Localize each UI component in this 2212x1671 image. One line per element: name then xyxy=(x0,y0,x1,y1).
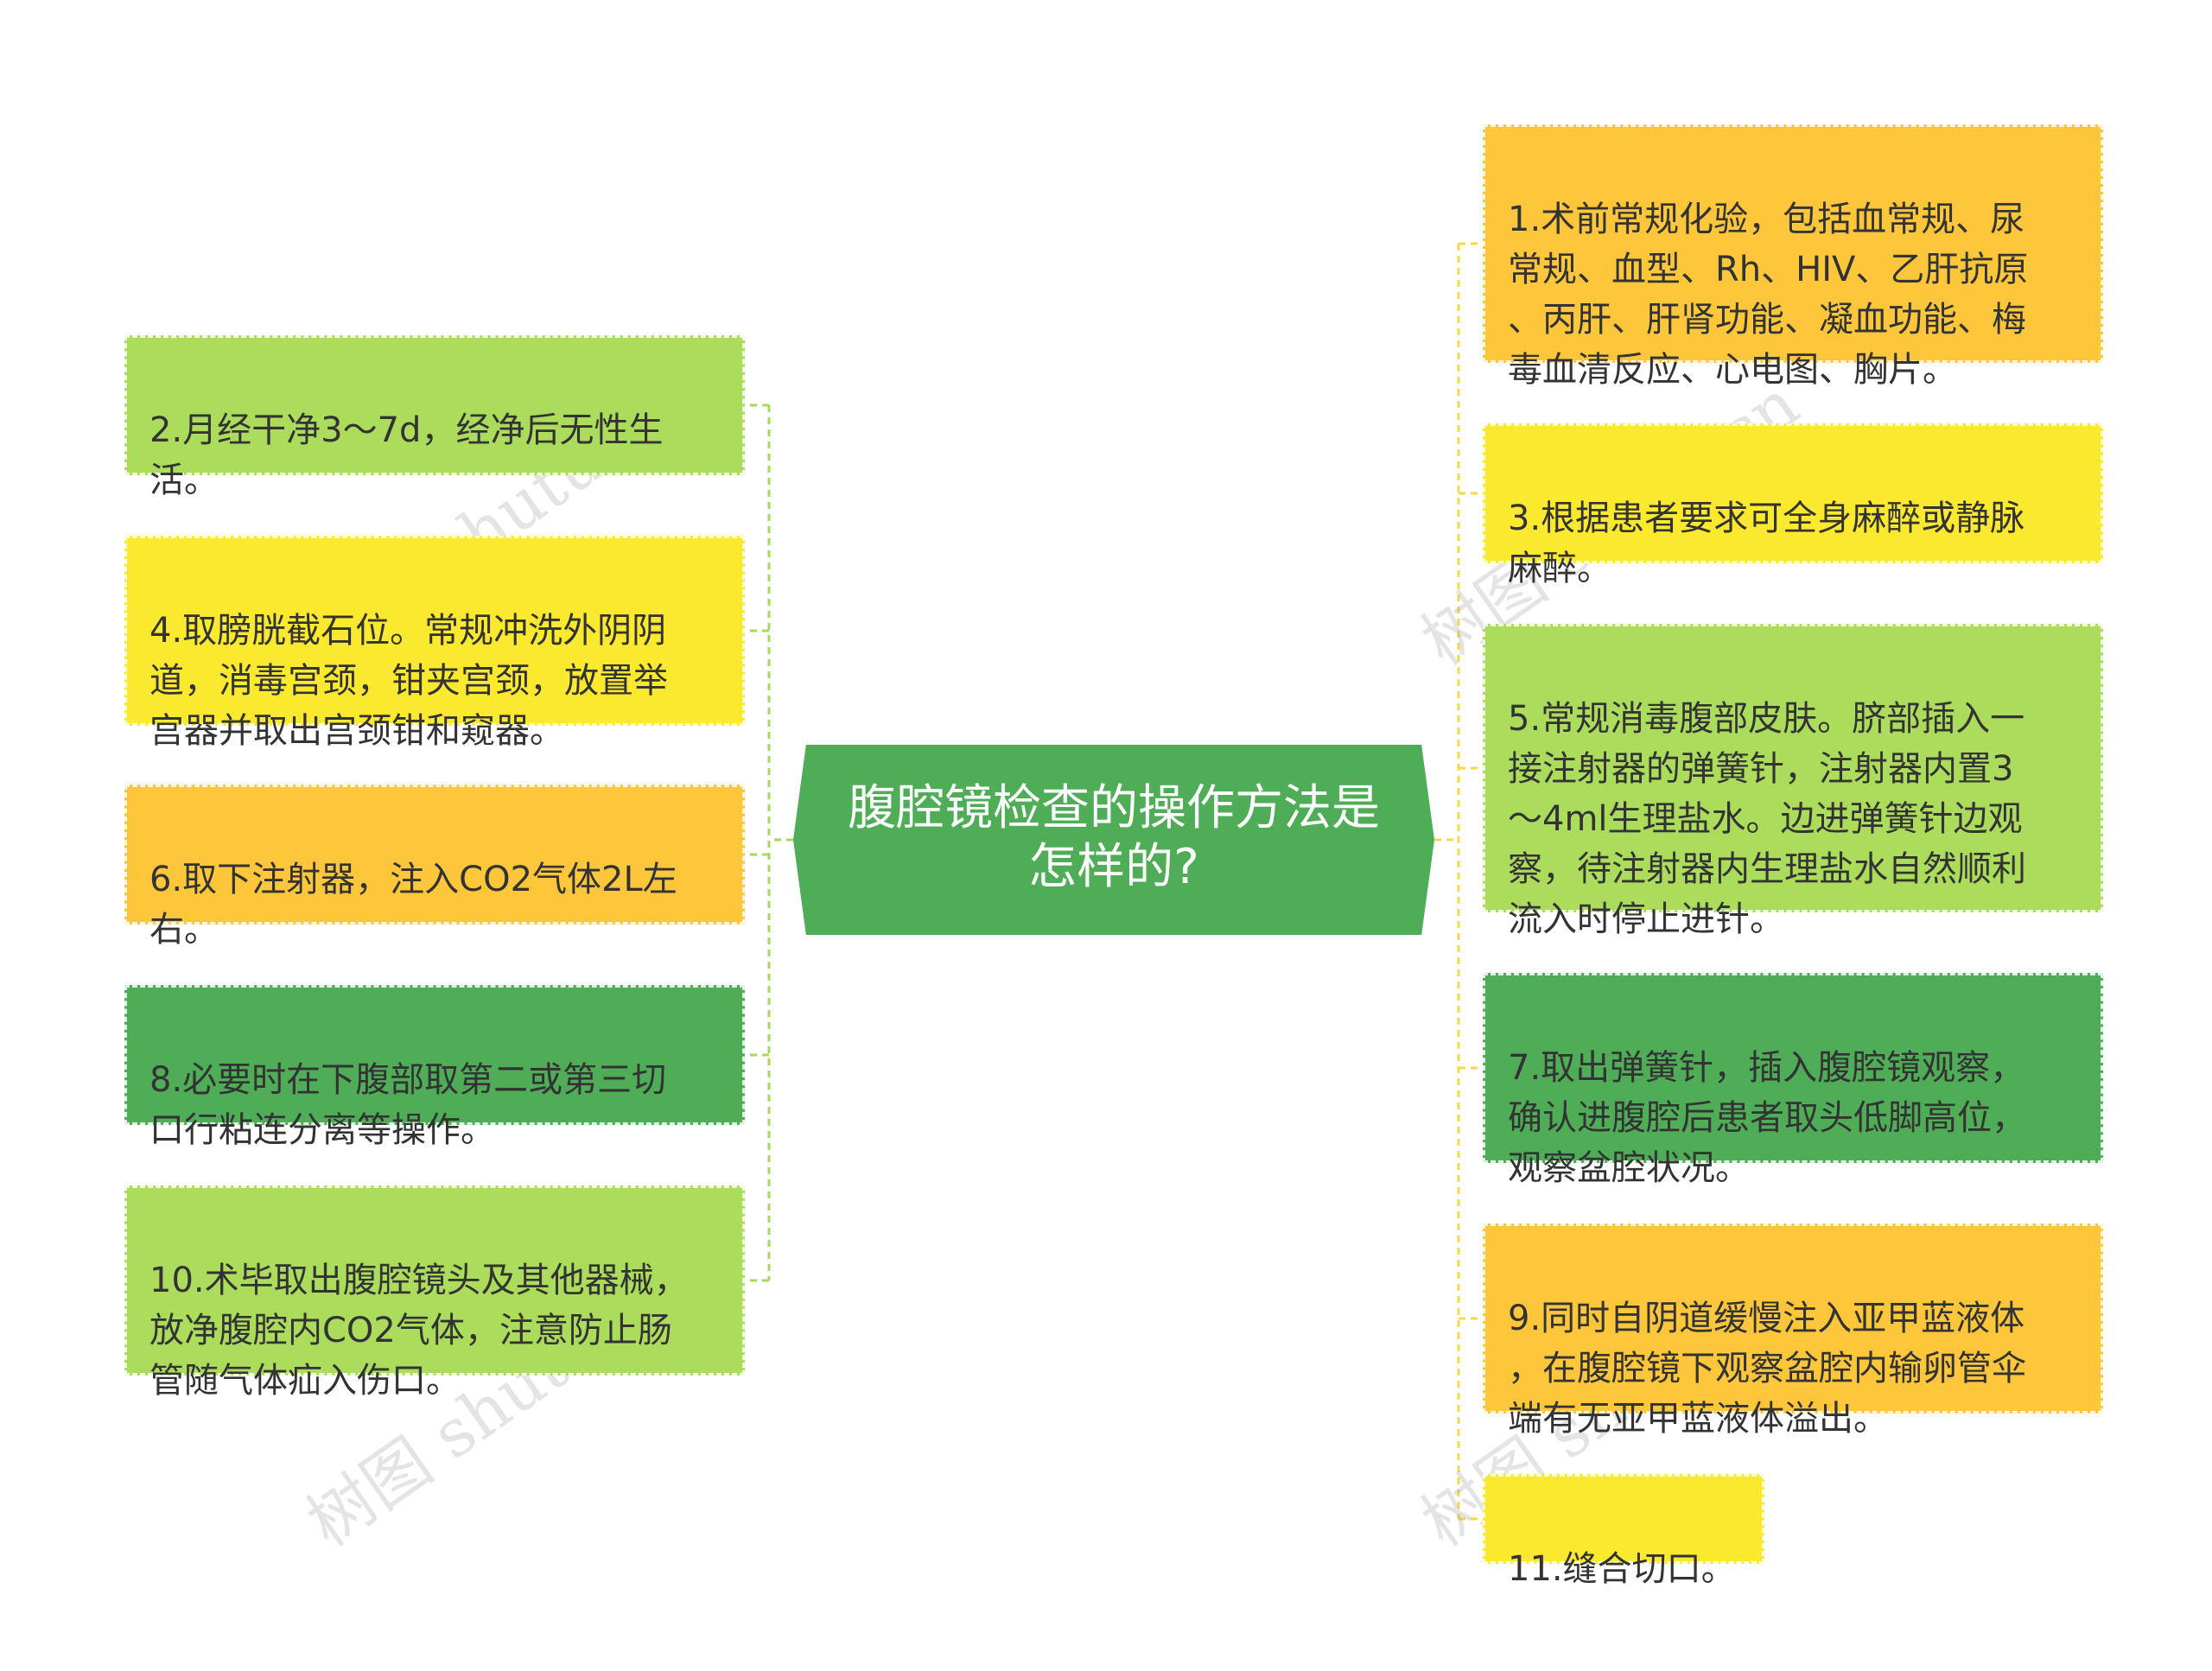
topic-step-4[interactable]: 4.取膀胱截石位。常规冲洗外阴阴 道，消毒宫颈，钳夹宫颈，放置举 宫器并取出宫颈… xyxy=(124,536,745,751)
topic-text: 1.术前常规化验，包括血常规、尿 常规、血型、Rh、HIV、乙肝抗原 、丙肝、肝… xyxy=(1508,200,2029,390)
topic-step-8[interactable]: 8.必要时在下腹部取第二或第三切 口行粘连分离等操作。 xyxy=(124,985,745,1150)
topic-step-11[interactable]: 11.缝合切口。 xyxy=(1483,1474,1764,1589)
topic-text: 11.缝合切口。 xyxy=(1508,1549,1736,1589)
topic-step-3[interactable]: 3.根据患者要求可全身麻醉或静脉 麻醉。 xyxy=(1483,423,2103,588)
topic-text: 3.根据患者要求可全身麻醉或静脉 麻醉。 xyxy=(1508,499,2025,588)
topic-step-9[interactable]: 9.同时自阴道缓慢注入亚甲蓝液体 ，在腹腔镜下观察盆腔内输卵管伞 端有无亚甲蓝液… xyxy=(1483,1223,2103,1439)
topic-step-5[interactable]: 5.常规消毒腹部皮肤。脐部插入一 接注射器的弹簧针，注射器内置3 ～4ml生理盐… xyxy=(1483,624,2103,939)
root-topic[interactable]: 腹腔镜检查的操作方法是 怎样的? xyxy=(793,745,1434,935)
topic-step-2[interactable]: 2.月经干净3～7d，经净后无性生 活。 xyxy=(124,335,745,500)
topic-step-10[interactable]: 10.术毕取出腹腔镜头及其他器械， 放净腹腔内CO2气体，注意防止肠 管随气体疝… xyxy=(124,1185,745,1401)
topic-text: 5.常规消毒腹部皮肤。脐部插入一 接注射器的弹簧针，注射器内置3 ～4ml生理盐… xyxy=(1508,699,2026,939)
topic-text: 6.取下注射器，注入CO2气体2L左 右。 xyxy=(149,860,677,950)
topic-text: 2.月经干净3～7d，经净后无性生 活。 xyxy=(149,410,664,500)
topic-text: 4.取膀胱截石位。常规冲洗外阴阴 道，消毒宫颈，钳夹宫颈，放置举 宫器并取出宫颈… xyxy=(149,611,668,751)
topic-text: 9.同时自阴道缓慢注入亚甲蓝液体 ，在腹腔镜下观察盆腔内输卵管伞 端有无亚甲蓝液… xyxy=(1508,1299,2026,1439)
root-topic-title: 腹腔镜检查的操作方法是 怎样的? xyxy=(848,780,1380,895)
topic-step-6[interactable]: 6.取下注射器，注入CO2气体2L左 右。 xyxy=(124,785,745,950)
topic-text: 7.取出弹簧针，插入腹腔镜观察， 确认进腹腔后患者取头低脚高位， 观察盆腔状况。 xyxy=(1508,1048,2026,1188)
topic-step-1[interactable]: 1.术前常规化验，包括血常规、尿 常规、血型、Rh、HIV、乙肝抗原 、丙肝、肝… xyxy=(1483,124,2103,390)
topic-text: 10.术毕取出腹腔镜头及其他器械， 放净腹腔内CO2气体，注意防止肠 管随气体疝… xyxy=(149,1261,689,1401)
topic-text: 8.必要时在下腹部取第二或第三切 口行粘连分离等操作。 xyxy=(149,1060,667,1150)
topic-step-7[interactable]: 7.取出弹簧针，插入腹腔镜观察， 确认进腹腔后患者取头低脚高位， 观察盆腔状况。 xyxy=(1483,973,2103,1188)
